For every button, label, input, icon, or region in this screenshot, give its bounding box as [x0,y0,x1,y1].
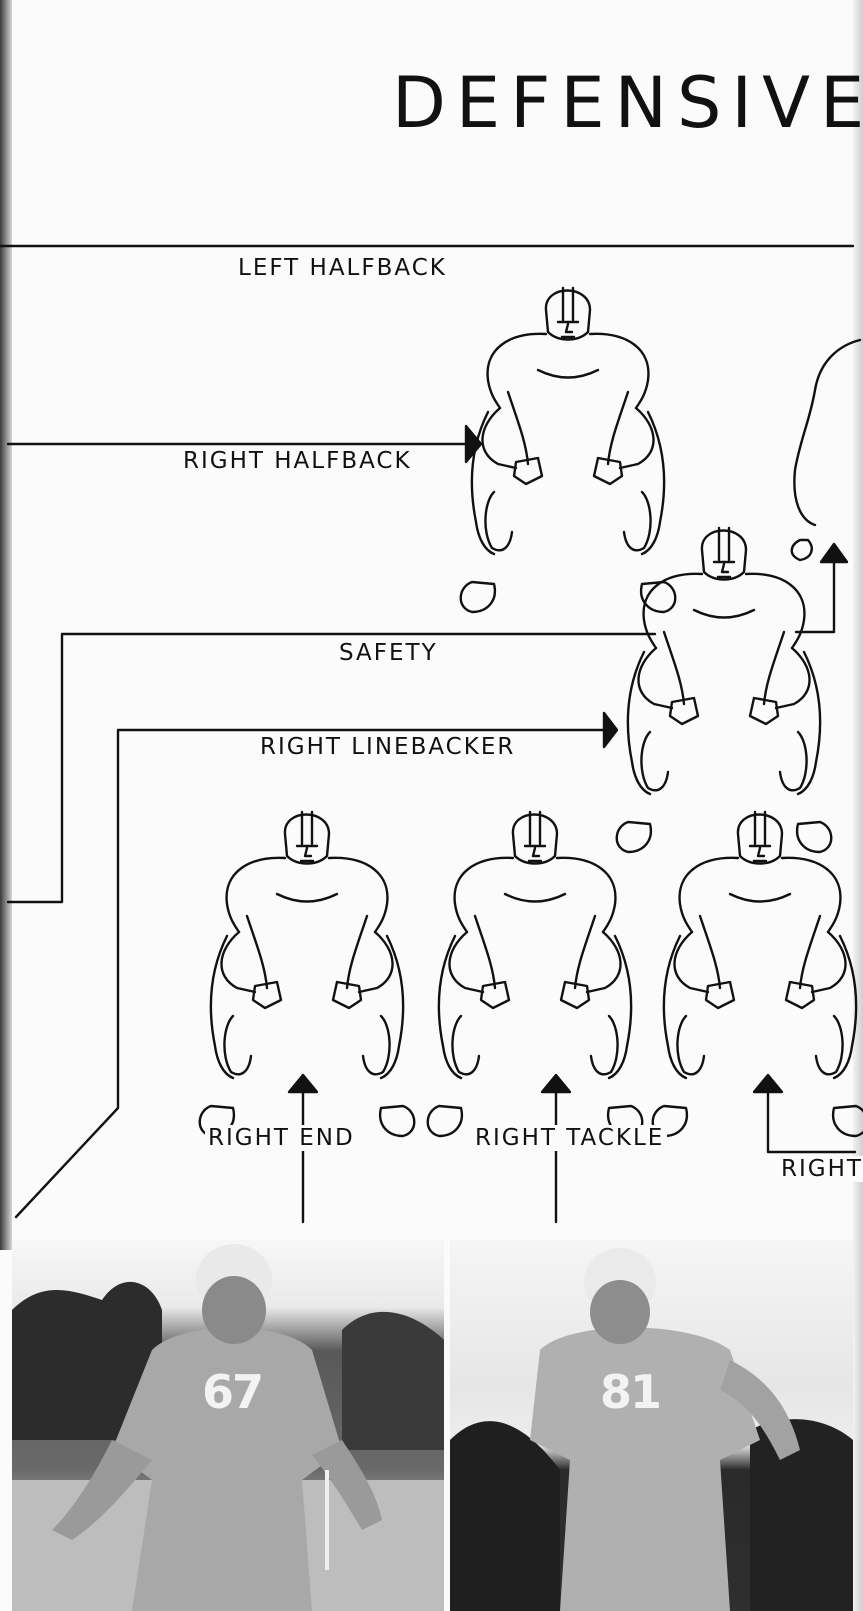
label-safety: SAFETY [336,640,441,666]
jersey-number-right: 81 [600,1365,660,1419]
right-tackle-arrowhead [542,1075,570,1092]
player-photo-left: 67 [12,1240,444,1611]
right-guard-arrowhead [754,1075,782,1092]
right-end-arrowhead [289,1075,317,1092]
photo-trees-right [342,1312,444,1450]
label-right-partial: RIGHT [778,1156,863,1182]
player-photo-right-art [450,1240,853,1611]
photo-player-face [202,1276,266,1344]
safety-pointer-line [8,634,655,902]
label-right-end: RIGHT END [205,1125,358,1151]
right-guard-arrow-line [768,1090,855,1152]
player-photo-left-art [12,1240,444,1611]
defensive-formation-diagram [0,0,863,1250]
label-right-linebacker: RIGHT LINEBACKER [257,734,518,760]
left-halfback-figure [461,288,676,612]
left-halfback-arrowhead [821,544,847,562]
player-photo-right: 81 [450,1240,853,1611]
left-halfback-pointer-line [796,560,834,632]
label-right-halfback: RIGHT HALFBACK [180,448,415,474]
partial-halfback-figure [794,340,860,525]
right-tackle-figure [428,812,643,1136]
right-linebacker-arrowhead [604,713,617,747]
photo-trees-right-right [750,1419,853,1611]
photo-player-face-right [590,1280,650,1344]
label-left-halfback: LEFT HALFBACK [235,255,450,281]
photo-trees-right-left [450,1421,560,1611]
safety-figure [617,528,832,852]
partial-halfback-foot [792,540,812,560]
jersey-number-left: 67 [202,1365,262,1419]
label-right-tackle: RIGHT TACKLE [472,1125,667,1151]
